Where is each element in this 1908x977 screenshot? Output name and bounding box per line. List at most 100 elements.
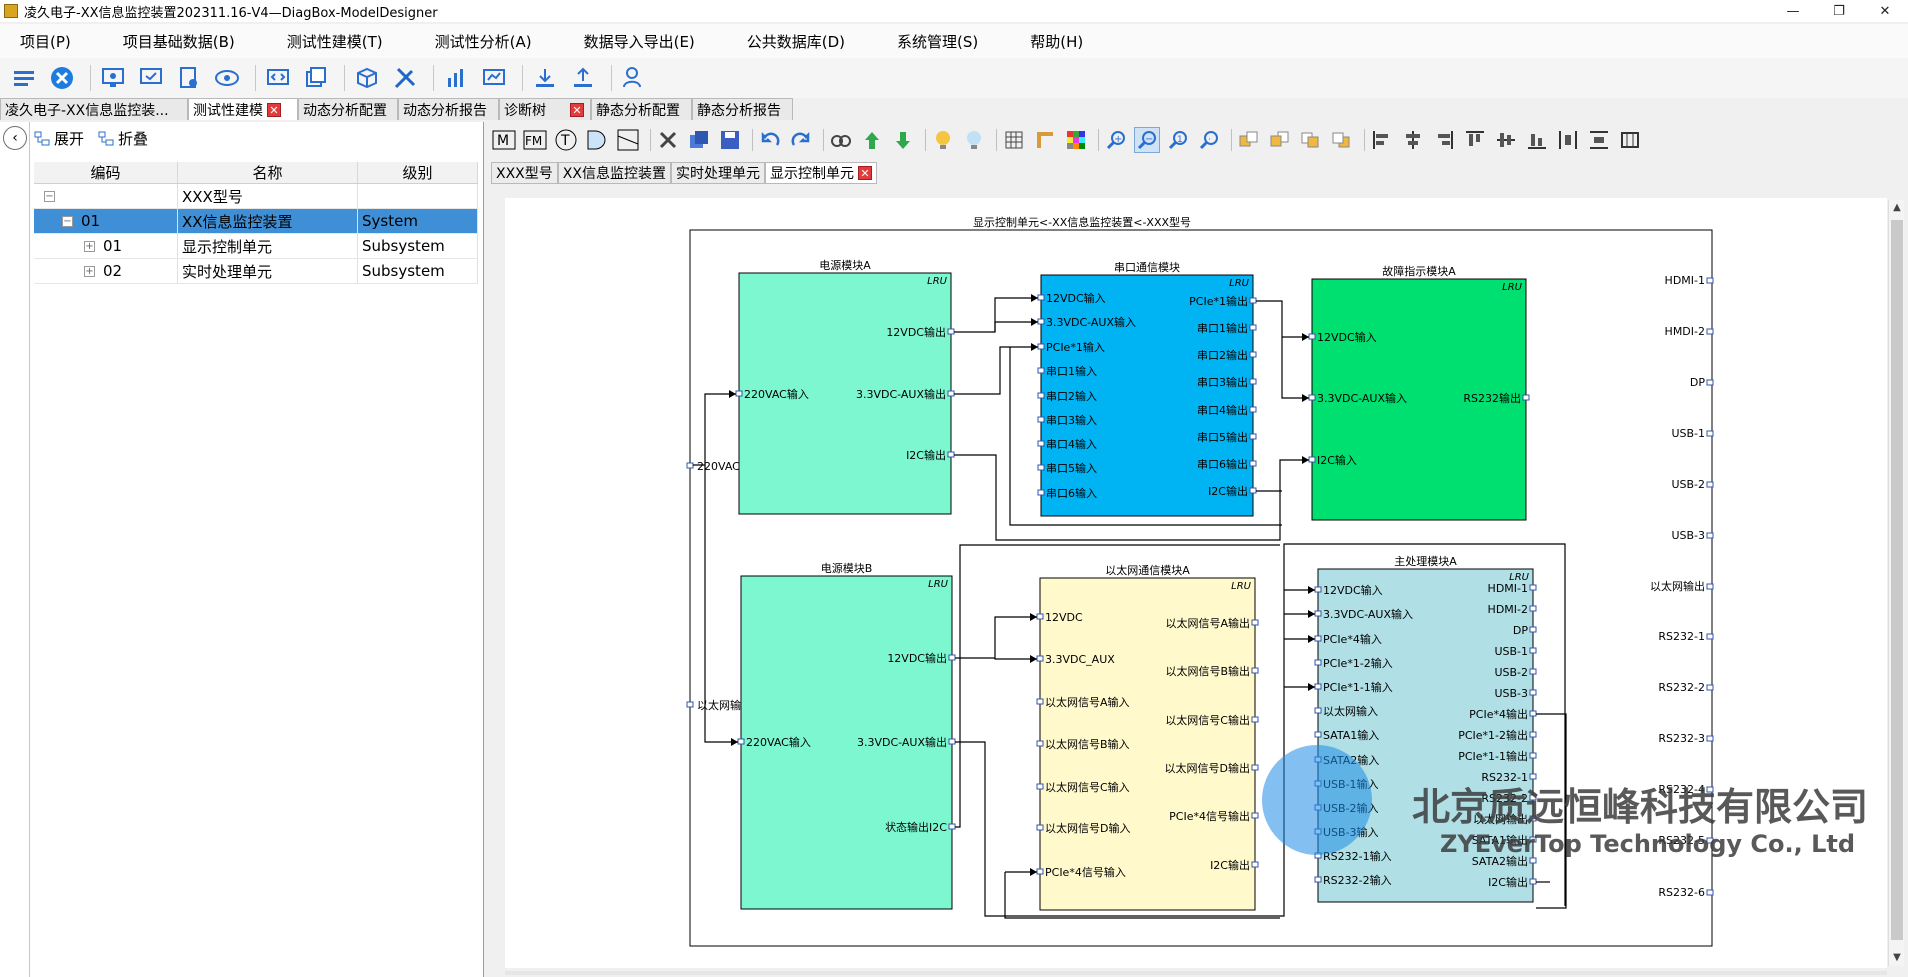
subtab-xxx-model[interactable]: XXX型号 xyxy=(491,162,558,184)
scroll-up-icon[interactable]: ▲ xyxy=(1893,202,1901,213)
copy-icon[interactable] xyxy=(686,127,712,153)
same-size-icon[interactable] xyxy=(1617,127,1643,153)
expander-icon[interactable]: + xyxy=(84,265,95,277)
tab-project[interactable]: 凌久电子-XX信息监控装... xyxy=(0,98,188,120)
tree-row[interactable]: +02 实时处理单元 Subsystem xyxy=(34,259,478,284)
header-code[interactable]: 编码 xyxy=(34,162,178,183)
ruler-icon[interactable] xyxy=(1032,127,1058,153)
export-icon[interactable] xyxy=(567,62,599,94)
menu-testability-modeling[interactable]: 测试性建模(T) xyxy=(286,32,383,51)
subtab-monitor-device[interactable]: XX信息监控装置 xyxy=(557,162,671,184)
bring-forward-icon[interactable] xyxy=(1298,127,1324,153)
align-bottom-icon[interactable] xyxy=(1524,127,1550,153)
close-circle-icon[interactable] xyxy=(46,62,78,94)
menu-help[interactable]: 帮助(H) xyxy=(1030,32,1084,51)
expand-all-button[interactable]: 展开 xyxy=(34,128,84,149)
menu-system[interactable]: 系统管理(S) xyxy=(897,32,979,51)
move-down-icon[interactable] xyxy=(890,127,916,153)
expander-icon[interactable]: − xyxy=(44,190,55,202)
add-test-icon[interactable]: T xyxy=(553,127,579,153)
bulb-off-icon[interactable] xyxy=(961,127,987,153)
tools-icon[interactable] xyxy=(389,62,421,94)
close-window-button[interactable]: ✕ xyxy=(1879,3,1891,19)
delete-icon[interactable] xyxy=(655,127,681,153)
scroll-thumb[interactable] xyxy=(1891,220,1903,940)
restore-button[interactable]: ❐ xyxy=(1833,3,1845,19)
input-port xyxy=(1037,392,1045,399)
align-middle-icon[interactable] xyxy=(1493,127,1519,153)
box-icon[interactable] xyxy=(351,62,383,94)
align-top-icon[interactable] xyxy=(1462,127,1488,153)
expander-icon[interactable]: + xyxy=(84,240,95,252)
block-diagram[interactable]: 显示控制单元<-XX信息监控装置<-XXX型号220VAC以太网输HDMI-1H… xyxy=(505,198,1887,968)
redo-icon[interactable] xyxy=(788,127,814,153)
add-logic-gate-icon[interactable] xyxy=(584,127,610,153)
zoom-out-icon[interactable]: − xyxy=(1134,127,1160,153)
scroll-down-icon[interactable]: ▼ xyxy=(1893,952,1901,963)
tab-static-report[interactable]: 静态分析报告 xyxy=(692,98,793,120)
subtab-display-control[interactable]: 显示控制单元✕ xyxy=(764,162,877,184)
minimize-button[interactable]: — xyxy=(1786,3,1800,19)
header-level[interactable]: 级别 xyxy=(358,162,478,183)
header-name[interactable]: 名称 xyxy=(178,162,358,183)
close-tab-icon[interactable]: ✕ xyxy=(857,166,872,180)
close-tab-icon[interactable]: ✕ xyxy=(267,102,281,117)
undo-icon[interactable] xyxy=(757,127,783,153)
menu-public-database[interactable]: 公共数据库(D) xyxy=(746,32,846,51)
screen-chart-icon[interactable] xyxy=(478,62,510,94)
align-right-icon[interactable] xyxy=(1431,127,1457,153)
zoom-in-icon[interactable]: + xyxy=(1103,127,1129,153)
bring-front-icon[interactable] xyxy=(1236,127,1262,153)
tab-dynamic-report[interactable]: 动态分析报告 xyxy=(398,98,499,120)
monitor-check-icon[interactable] xyxy=(135,62,167,94)
expander-icon[interactable]: − xyxy=(62,215,73,227)
tree-row[interactable]: +01 显示控制单元 Subsystem xyxy=(34,234,478,259)
input-port xyxy=(1308,394,1316,401)
distribute-horizontal-icon[interactable] xyxy=(1555,127,1581,153)
close-tab-icon[interactable]: ✕ xyxy=(570,102,584,117)
horizontal-scrollbar[interactable] xyxy=(505,971,1887,975)
add-switch-icon[interactable] xyxy=(615,127,641,153)
list-icon[interactable] xyxy=(8,62,40,94)
send-back-icon[interactable] xyxy=(1267,127,1293,153)
vertical-scrollbar[interactable]: ▲ ▼ xyxy=(1888,200,1904,966)
menu-testability-analysis[interactable]: 测试性分析(A) xyxy=(434,32,532,51)
save-icon[interactable] xyxy=(717,127,743,153)
menu-base-data[interactable]: 项目基础数据(B) xyxy=(122,32,235,51)
tab-testability-modeling[interactable]: 测试性建模✕ xyxy=(188,98,298,120)
tab-diagnosis-tree[interactable]: 诊断树✕ xyxy=(499,98,591,120)
model-tree-panel: ‹ 展开 折叠 编码 名称 级别 − XXX型号 −01 xyxy=(0,122,484,977)
tab-dynamic-config[interactable]: 动态分析配置 xyxy=(298,98,398,120)
tree-row-selected[interactable]: −01 XX信息监控装置 System xyxy=(34,209,478,234)
chart-icon[interactable] xyxy=(440,62,472,94)
tab-static-config[interactable]: 静态分析配置 xyxy=(591,98,692,120)
add-failure-mode-icon[interactable]: FM xyxy=(522,127,548,153)
color-grid-icon[interactable] xyxy=(1063,127,1089,153)
doc-gear-icon[interactable] xyxy=(173,62,205,94)
zoom-reset-icon[interactable]: 1 xyxy=(1165,127,1191,153)
import-icon[interactable] xyxy=(529,62,561,94)
monitor-settings-icon[interactable] xyxy=(97,62,129,94)
align-left-icon[interactable] xyxy=(1369,127,1395,153)
grid-icon[interactable] xyxy=(1001,127,1027,153)
collapse-all-button[interactable]: 折叠 xyxy=(98,128,148,149)
zoom-fit-icon[interactable]: · xyxy=(1196,127,1222,153)
bulb-on-icon[interactable] xyxy=(930,127,956,153)
arrow-head xyxy=(1030,655,1037,663)
screen-code-icon[interactable] xyxy=(262,62,294,94)
add-module-icon[interactable]: M xyxy=(491,127,517,153)
windows-icon[interactable] xyxy=(300,62,332,94)
collapse-panel-button[interactable]: ‹ xyxy=(3,126,27,150)
subtab-realtime-unit[interactable]: 实时处理单元 xyxy=(670,162,765,184)
align-center-icon[interactable] xyxy=(1400,127,1426,153)
send-backward-icon[interactable] xyxy=(1329,127,1355,153)
find-icon[interactable] xyxy=(828,127,854,153)
move-up-icon[interactable] xyxy=(859,127,885,153)
cloud-gear-icon[interactable] xyxy=(211,62,243,94)
menu-import-export[interactable]: 数据导入导出(E) xyxy=(583,32,695,51)
tree-row[interactable]: − XXX型号 xyxy=(34,184,478,209)
user-search-icon[interactable] xyxy=(618,62,650,94)
distribute-vertical-icon[interactable] xyxy=(1586,127,1612,153)
menu-project[interactable]: 项目(P) xyxy=(20,32,71,51)
